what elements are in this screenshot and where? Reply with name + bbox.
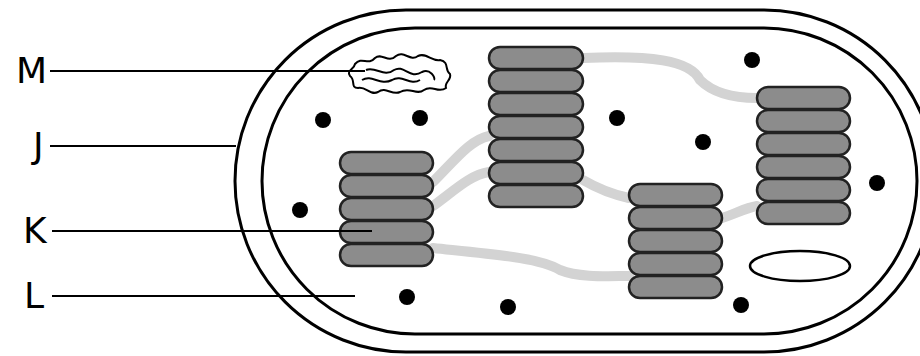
part-label: K <box>23 211 47 251</box>
dna <box>349 54 450 93</box>
thylakoid <box>340 175 433 197</box>
thylakoid <box>757 202 850 224</box>
ribosome <box>292 202 308 218</box>
part-label: M <box>16 51 47 91</box>
thylakoid <box>489 139 583 161</box>
lamella <box>433 248 629 276</box>
lamella <box>583 180 629 198</box>
thylakoid <box>489 93 583 115</box>
leader-line <box>52 230 372 232</box>
leader-line <box>50 145 236 147</box>
ribosome <box>869 175 885 191</box>
ribosome <box>744 52 760 68</box>
thylakoid <box>757 156 850 178</box>
thylakoid <box>489 116 583 138</box>
thylakoid <box>489 185 583 207</box>
thylakoid <box>629 230 722 252</box>
part-label: L <box>24 276 44 316</box>
ribosome <box>399 289 415 305</box>
thylakoid <box>340 198 433 220</box>
ribosome <box>609 110 625 126</box>
thylakoid <box>489 162 583 184</box>
thylakoid <box>757 87 850 109</box>
ribosome <box>315 112 331 128</box>
thylakoid <box>340 152 433 174</box>
ribosomes <box>292 52 885 315</box>
grana <box>340 47 850 298</box>
ribosome <box>412 110 428 126</box>
thylakoid <box>489 47 583 69</box>
thylakoid <box>629 253 722 275</box>
lamella <box>433 172 489 206</box>
thylakoid <box>629 207 722 229</box>
thylakoid <box>489 70 583 92</box>
ribosome <box>695 134 711 150</box>
thylakoid <box>340 244 433 266</box>
inner-membrane <box>262 28 917 334</box>
outer-membrane <box>235 10 920 352</box>
ribosome <box>500 299 516 315</box>
leader-lines <box>50 71 372 296</box>
leader-line <box>50 70 365 72</box>
lamellae <box>433 57 757 276</box>
thylakoid <box>629 184 722 206</box>
thylakoid <box>629 276 722 298</box>
thylakoid <box>757 179 850 201</box>
ribosome <box>733 297 749 313</box>
lipid-droplet <box>750 251 850 281</box>
lamella <box>722 206 757 218</box>
thylakoid <box>757 133 850 155</box>
part-label: J <box>33 126 44 166</box>
thylakoid <box>757 110 850 132</box>
lamella <box>583 57 757 98</box>
leader-line <box>52 295 355 297</box>
